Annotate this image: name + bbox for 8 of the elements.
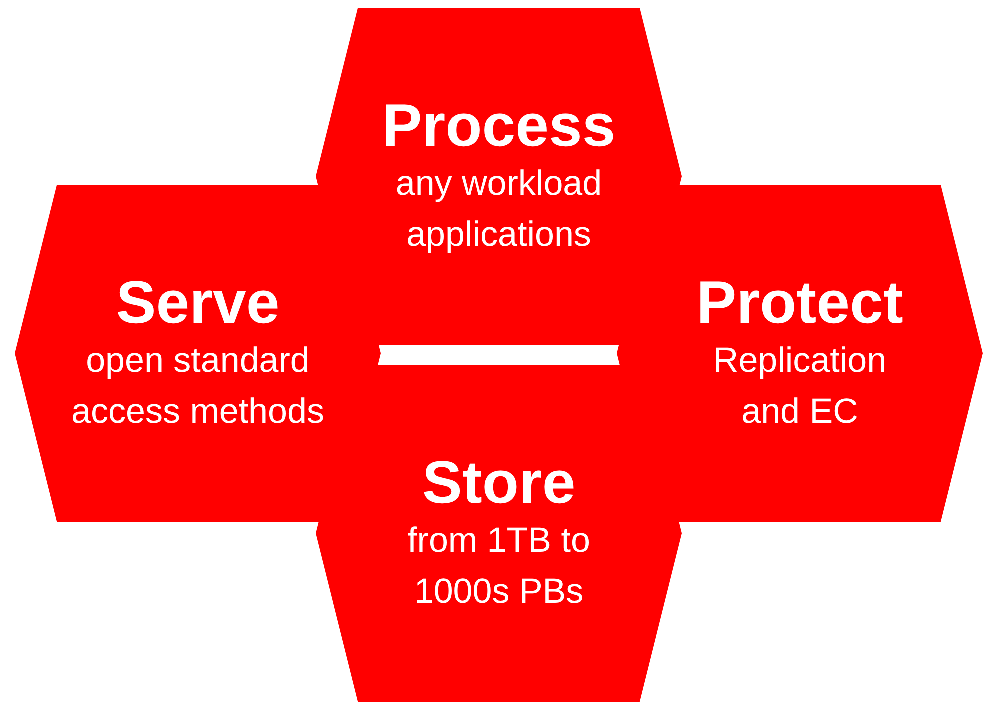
hexagon-description: any workload applications: [394, 162, 604, 256]
hexagon-title: Protect: [696, 270, 904, 336]
hexagon-description: from 1TB to 1000s PBs: [406, 520, 592, 612]
hexagon-description: open standard access methods: [70, 340, 326, 432]
hexagon-title: Serve: [116, 270, 280, 336]
hexagon-title: Store: [422, 450, 576, 516]
hexagon-description: Replication and EC: [712, 340, 888, 432]
hexagon-title: Process: [382, 92, 616, 159]
